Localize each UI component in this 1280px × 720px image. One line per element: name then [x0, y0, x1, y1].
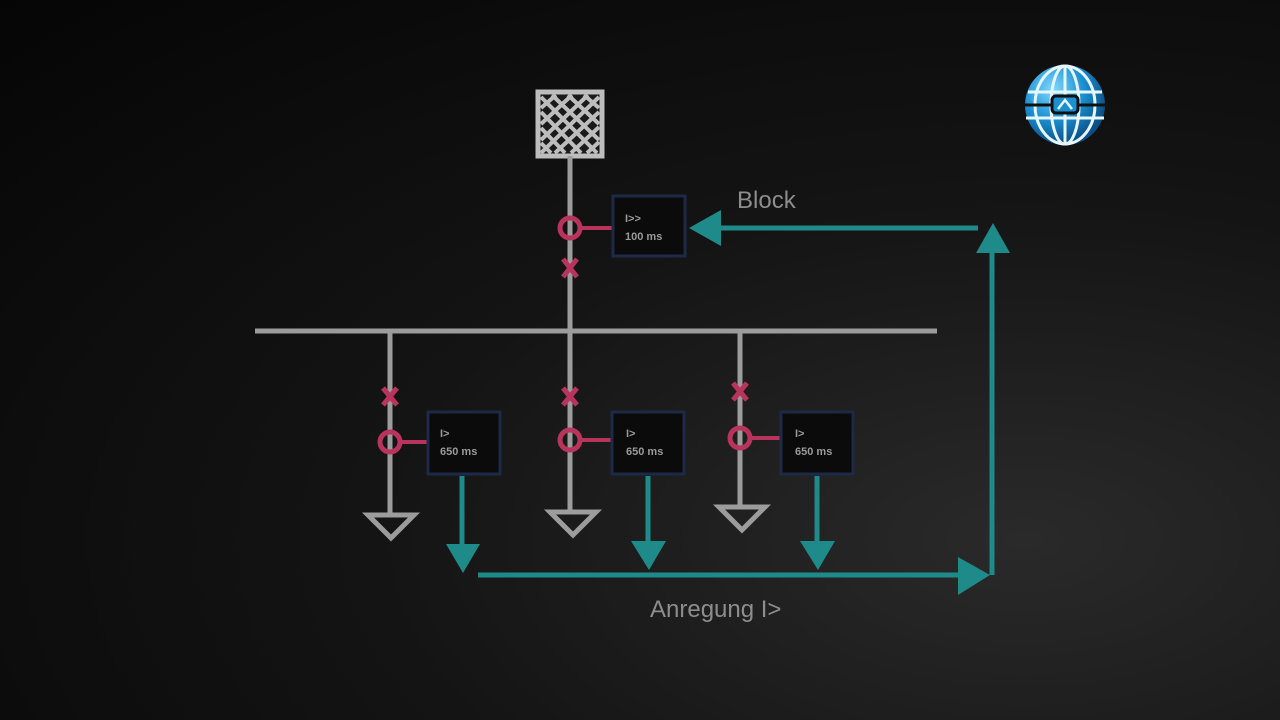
grid-source-icon — [535, 89, 605, 159]
feeder-2-load-icon — [543, 509, 603, 539]
feeder-3-breaker — [731, 381, 749, 402]
pickup-signal-bus — [478, 223, 1010, 595]
pickup-label: Anregung I> — [650, 596, 782, 623]
feeder-1: I> 650 ms — [361, 331, 502, 573]
block-signal-line — [689, 210, 978, 246]
feeder-1-relay: I> 650 ms — [426, 410, 502, 476]
incomer-breaker — [561, 257, 579, 279]
incomer-relay-delay: 100 ms — [625, 231, 662, 243]
globe-logo-icon — [1022, 64, 1108, 146]
block-label: Block — [737, 187, 796, 214]
svg-text:650 ms: 650 ms — [795, 446, 832, 458]
feeder-3: I> 650 ms — [712, 331, 855, 570]
svg-text:650 ms: 650 ms — [440, 446, 477, 458]
svg-text:I>: I> — [440, 428, 449, 440]
feeder-2: I> 650 ms — [543, 331, 686, 570]
incomer-current-transformer — [557, 215, 613, 241]
svg-text:I>: I> — [795, 428, 804, 440]
feeder-1-breaker — [381, 386, 399, 407]
feeder-1-load-icon — [361, 512, 421, 542]
feeder-3-load-icon — [712, 504, 772, 534]
svg-text:I>: I> — [626, 428, 635, 440]
incomer-relay: I>> 100 ms — [611, 194, 687, 258]
feeder-2-breaker — [561, 386, 579, 407]
feeder-2-relay: I> 650 ms — [610, 410, 686, 476]
feeder-3-relay: I> 650 ms — [779, 410, 855, 476]
svg-text:650 ms: 650 ms — [626, 446, 663, 458]
incomer-relay-function: I>> — [625, 213, 641, 225]
